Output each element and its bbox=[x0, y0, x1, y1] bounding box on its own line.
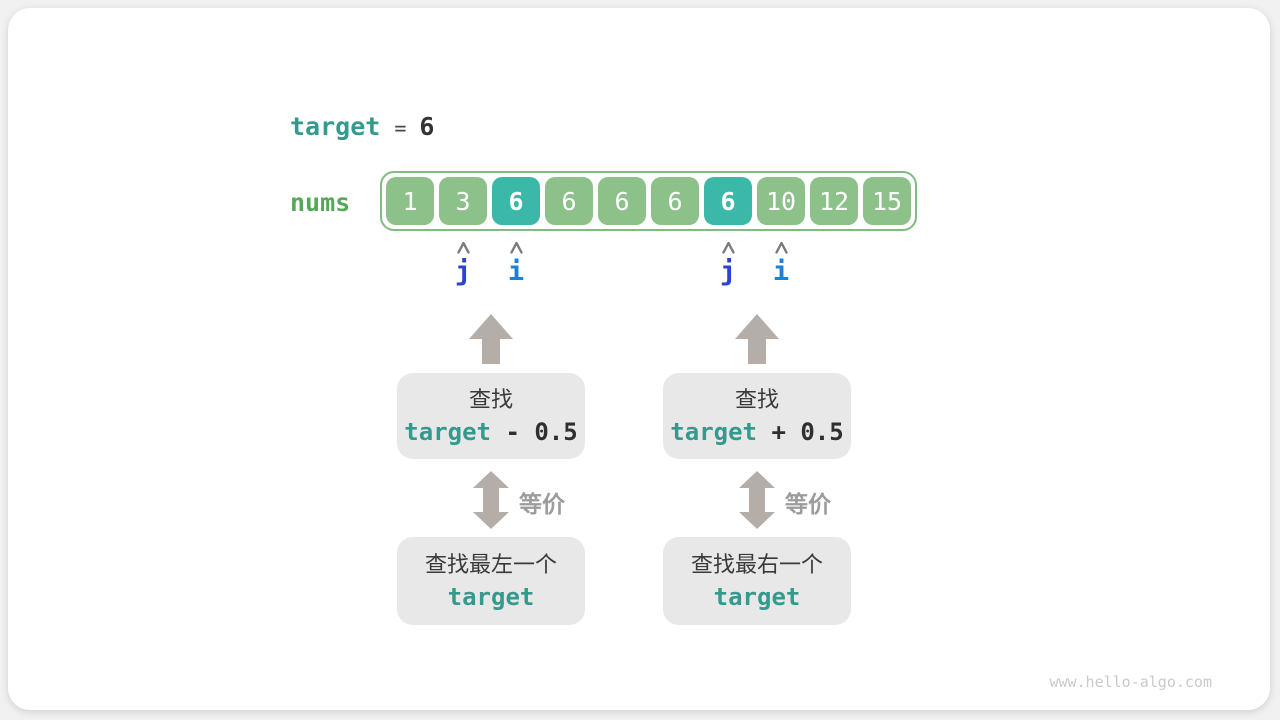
result-right-box: 查找最右一个 target bbox=[663, 537, 851, 625]
pointer-j: j bbox=[708, 240, 748, 287]
result-left-text: 查找最左一个 bbox=[424, 551, 557, 577]
watermark: www.hello-algo.com bbox=[1049, 673, 1212, 691]
pointer-label: i bbox=[507, 256, 525, 287]
double-arrow-icon bbox=[473, 471, 509, 529]
pointer-j: j bbox=[443, 240, 483, 287]
search-right-code: target + 0.5 bbox=[670, 417, 844, 446]
caret-up-icon bbox=[774, 241, 788, 254]
array-cell: 6 bbox=[598, 177, 646, 225]
pointer-i: i bbox=[761, 240, 801, 287]
array-cell: 6 bbox=[492, 177, 540, 225]
target-keyword: target bbox=[290, 112, 381, 141]
result-right-code: target bbox=[713, 582, 801, 611]
equivalence-label-left: 等价 bbox=[519, 491, 565, 517]
array-cell: 6 bbox=[651, 177, 699, 225]
search-right-box: 查找 target + 0.5 bbox=[663, 373, 851, 459]
up-arrow-icon bbox=[469, 314, 513, 364]
equivalence-label-right: 等价 bbox=[785, 491, 831, 517]
pointer-label: i bbox=[772, 256, 790, 287]
up-arrow-icon bbox=[735, 314, 779, 364]
caret-up-icon bbox=[509, 241, 523, 254]
result-right-text: 查找最右一个 bbox=[690, 551, 823, 577]
pointer-i: i bbox=[496, 240, 536, 287]
caret-up-icon bbox=[456, 241, 470, 254]
search-left-text: 查找 bbox=[468, 386, 513, 412]
array-cell: 6 bbox=[545, 177, 593, 225]
target-value: 6 bbox=[419, 112, 435, 141]
array-cell: 6 bbox=[704, 177, 752, 225]
array-cell: 1 bbox=[386, 177, 434, 225]
pointer-label: j bbox=[454, 256, 472, 287]
array-cell: 12 bbox=[810, 177, 858, 225]
array-cell: 15 bbox=[863, 177, 911, 225]
array-cell: 3 bbox=[439, 177, 487, 225]
search-left-code: target - 0.5 bbox=[404, 417, 578, 446]
double-arrow-icon bbox=[739, 471, 775, 529]
equals-sign: = bbox=[394, 116, 407, 140]
pointer-label: j bbox=[719, 256, 737, 287]
target-expression: target = 6 bbox=[290, 112, 434, 141]
card-background bbox=[8, 8, 1270, 710]
result-left-box: 查找最左一个 target bbox=[397, 537, 585, 625]
search-left-box: 查找 target - 0.5 bbox=[397, 373, 585, 459]
array-cell: 10 bbox=[757, 177, 805, 225]
caret-up-icon bbox=[721, 241, 735, 254]
result-left-code: target bbox=[447, 582, 535, 611]
search-right-text: 查找 bbox=[734, 386, 779, 412]
nums-label: nums bbox=[290, 188, 351, 217]
